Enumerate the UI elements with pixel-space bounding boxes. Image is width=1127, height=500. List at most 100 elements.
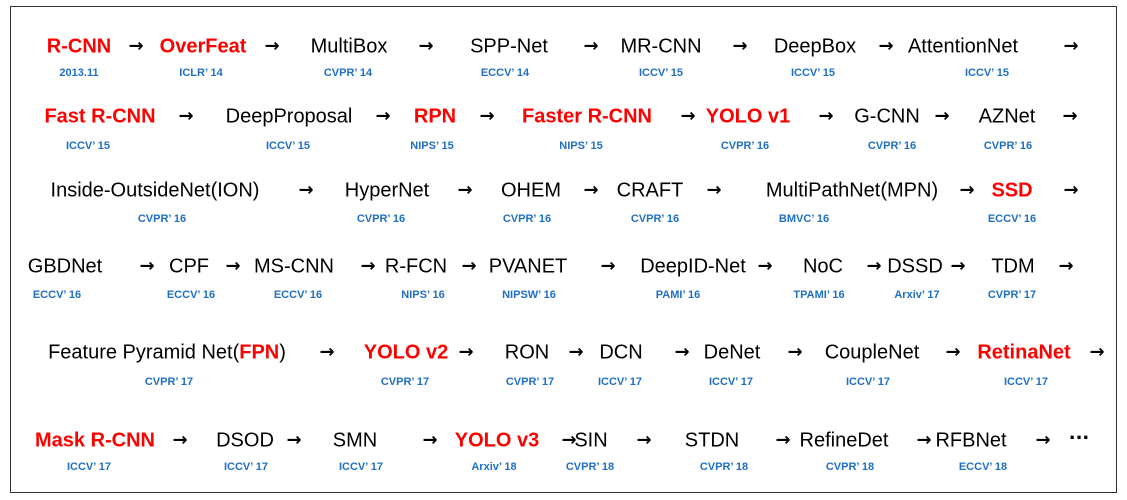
method-name: SIN — [574, 429, 608, 452]
venue-label: ICCV’ 15 — [964, 67, 1010, 79]
method-name: CoupleNet — [824, 341, 920, 364]
method-name: YOLO v2 — [363, 341, 449, 364]
arrow-icon: → — [775, 429, 791, 451]
arrow-icon: → — [934, 105, 950, 127]
arrow-icon: → — [1062, 105, 1078, 127]
method-name: CRAFT — [616, 179, 684, 202]
venue-label: NIPSW’ 16 — [502, 289, 556, 301]
arrow-icon: → — [674, 341, 690, 363]
venue-label: ICCV’ 15 — [638, 67, 684, 79]
venue-label: 2013.11 — [59, 67, 99, 79]
method-name-prefix: Feature Pyramid Net( — [48, 341, 240, 364]
venue-label: ECCV’ 16 — [166, 289, 216, 301]
arrow-icon: → — [264, 35, 280, 57]
arrow-icon: → — [583, 35, 599, 57]
venue-label: NIPS’ 15 — [559, 140, 603, 152]
arrow-icon: → — [479, 105, 495, 127]
method-name: PVANET — [488, 255, 568, 278]
venue-label: ICCV’ 17 — [1003, 376, 1049, 388]
method-name: STDN — [684, 429, 740, 452]
arrow-icon: → — [457, 179, 473, 201]
venue-label: ICCV’ 17 — [845, 376, 891, 388]
arrow-icon: → — [959, 179, 975, 201]
method-name: DeepBox — [773, 35, 857, 58]
venue-label: ICLR’ 14 — [179, 67, 223, 79]
venue-label: CVPR’ 14 — [323, 67, 373, 79]
arrow-icon: → — [461, 255, 477, 277]
method-name: Feature Pyramid Net(FPN) — [48, 342, 286, 365]
arrow-icon: → — [568, 341, 584, 363]
venue-label: Arxiv’ 17 — [894, 289, 940, 301]
ellipsis: ··· — [1068, 427, 1090, 449]
arrow-icon: → — [636, 429, 652, 451]
arrow-icon: → — [178, 105, 194, 127]
venue-label: ICCV’ 17 — [597, 376, 643, 388]
venue-label: ICCV’ 17 — [66, 461, 112, 473]
arrow-icon: → — [458, 341, 474, 363]
method-name: Fast R-CNN — [44, 105, 156, 128]
method-name: SMN — [332, 429, 378, 452]
method-name: G-CNN — [854, 105, 920, 128]
arrow-icon: → — [418, 35, 434, 57]
venue-label: ECCV’ 16 — [32, 289, 82, 301]
venue-label: CVPR’ 17 — [144, 376, 194, 388]
venue-label: ICCV’ 15 — [65, 140, 111, 152]
venue-label: ICCV’ 17 — [708, 376, 754, 388]
arrow-icon: → — [757, 255, 773, 277]
method-name: YOLO v3 — [454, 429, 540, 452]
arrow-icon: → — [878, 35, 894, 57]
method-name: DCN — [599, 341, 643, 364]
venue-label: CVPR’ 16 — [502, 213, 552, 225]
method-name: RefineDet — [799, 429, 889, 452]
arrow-icon: → — [1089, 341, 1105, 363]
arrow-icon: → — [298, 179, 314, 201]
arrow-icon: → — [1035, 429, 1051, 451]
method-name: MR-CNN — [620, 35, 702, 58]
arrow-icon: → — [375, 105, 391, 127]
method-name-suffix: ) — [279, 341, 286, 364]
venue-label: CVPR’ 18 — [565, 461, 615, 473]
arrow-icon: → — [225, 255, 241, 277]
method-name: DSSD — [887, 255, 943, 278]
method-name: RFBNet — [935, 429, 1007, 452]
method-name: OHEM — [501, 179, 561, 202]
venue-label: ICCV’ 17 — [223, 461, 269, 473]
venue-label: BMVC’ 16 — [778, 213, 830, 225]
method-name: MultiPathNet(MPN) — [765, 179, 939, 202]
diagram-frame — [10, 6, 1117, 493]
arrow-icon: → — [360, 255, 376, 277]
venue-label: CVPR’ 18 — [825, 461, 875, 473]
venue-label: TPAMI’ 16 — [793, 289, 845, 301]
method-name: OverFeat — [159, 35, 247, 58]
method-name: DSOD — [216, 429, 274, 452]
arrow-icon: → — [561, 429, 577, 451]
method-name: RetinaNet — [977, 341, 1071, 364]
arrow-icon: → — [732, 35, 748, 57]
venue-label: ECCV’ 16 — [987, 213, 1037, 225]
arrow-icon: → — [172, 429, 188, 451]
method-name: AttentionNet — [907, 35, 1019, 58]
method-name: MS-CNN — [254, 255, 334, 278]
venue-label: PAMI’ 16 — [655, 289, 701, 301]
arrow-icon: → — [866, 255, 882, 277]
venue-label: CVPR’ 17 — [987, 289, 1037, 301]
method-name: MultiBox — [310, 35, 388, 58]
method-name: RON — [504, 341, 550, 364]
venue-label: ECCV’ 14 — [480, 67, 530, 79]
venue-label: ICCV’ 17 — [338, 461, 384, 473]
arrow-icon: → — [1063, 35, 1079, 57]
arrow-icon: → — [680, 105, 696, 127]
method-name: Mask R-CNN — [34, 429, 156, 452]
method-name: Faster R-CNN — [521, 105, 653, 128]
arrow-icon: → — [583, 179, 599, 201]
venue-label: CVPR’ 16 — [983, 140, 1033, 152]
arrow-icon: → — [286, 429, 302, 451]
venue-label: ICCV’ 15 — [265, 140, 311, 152]
venue-label: Arxiv’ 18 — [471, 461, 517, 473]
venue-label: CVPR’ 16 — [720, 140, 770, 152]
method-name: AZNet — [978, 105, 1036, 128]
method-name: TDM — [991, 255, 1035, 278]
method-name: SSD — [991, 179, 1033, 202]
method-name: DeepID-Net — [640, 255, 746, 278]
arrow-icon: → — [600, 255, 616, 277]
